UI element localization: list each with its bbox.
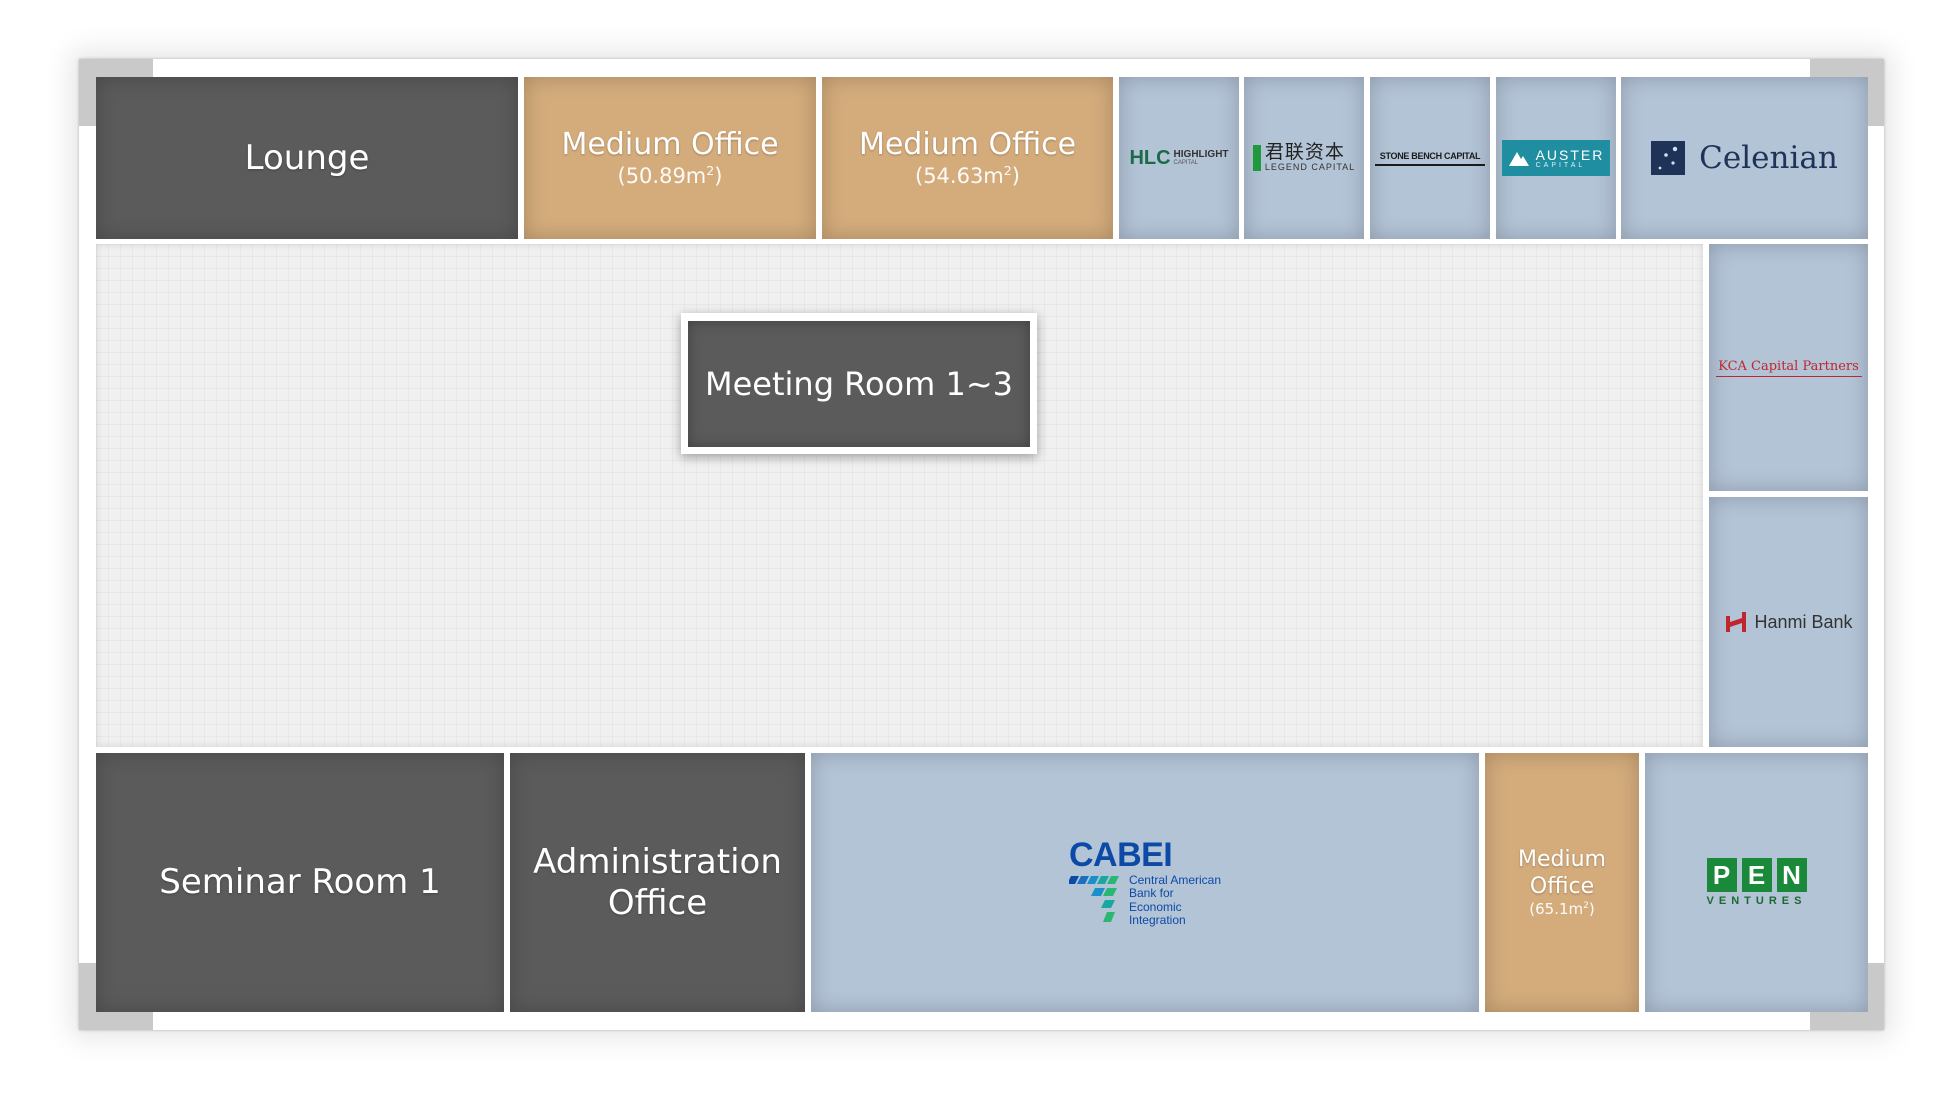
wall-corner	[79, 1012, 153, 1030]
logo-sub: CAPITAL	[1535, 161, 1586, 169]
room-label: Seminar Room 1	[159, 862, 441, 903]
room-auster-capital[interactable]: AUSTER CAPITAL	[1496, 77, 1616, 239]
wall-corner	[79, 963, 97, 1030]
kca-capital-partners-logo: KCA Capital Partners	[1715, 358, 1862, 377]
logo-mark: HLC	[1129, 146, 1171, 169]
constellation-icon	[1651, 141, 1686, 175]
room-celenian[interactable]: Celenian	[1621, 77, 1868, 239]
room-medium-office-3[interactable]: Medium Office (65.1m2)	[1485, 753, 1639, 1012]
logo-line: Bank for	[1128, 886, 1174, 901]
logo-line: Economic	[1128, 899, 1182, 914]
logo-letter: E	[1741, 858, 1772, 892]
logo-name: Celenian	[1699, 140, 1838, 176]
logo-underline	[1375, 163, 1485, 166]
room-area: (50.89m2)	[617, 162, 723, 188]
wall-corner	[79, 59, 97, 126]
cabei-logo: CABEI Central American Bank for Economic…	[1068, 836, 1222, 927]
room-highlight-capital[interactable]: HLC HIGHLIGHT CAPITAL	[1119, 77, 1239, 239]
logo-text: AUSTER CAPITAL	[1536, 148, 1605, 169]
room-area: (65.1m2)	[1529, 899, 1595, 918]
hanmi-bank-logo: Hanmi Bank	[1724, 610, 1853, 634]
wall-corner	[1866, 963, 1884, 1030]
room-kca-capital-partners[interactable]: KCA Capital Partners	[1709, 244, 1868, 491]
room-label: Meeting Room 1~3	[704, 365, 1013, 403]
room-medium-office-2[interactable]: Medium Office (54.63m2)	[822, 77, 1113, 239]
logo-text: HIGHLIGHT CAPITAL	[1173, 149, 1229, 167]
room-label-line1: Administration	[533, 841, 782, 882]
room-label: Lounge	[244, 137, 370, 178]
logo-name: HIGHLIGHT	[1173, 149, 1229, 160]
logo-line: Integration	[1128, 912, 1186, 927]
room-label-line2: Office	[607, 882, 708, 923]
logo-sub: VENTURES	[1706, 895, 1807, 907]
stone-bench-capital-logo: STONE BENCH CAPITAL	[1375, 151, 1485, 166]
legend-capital-logo: 君联资本 LEGEND CAPITAL	[1252, 141, 1356, 173]
celenian-logo: Celenian	[1651, 140, 1838, 176]
room-lounge[interactable]: Lounge	[96, 77, 518, 239]
room-label: Medium Office	[858, 126, 1077, 162]
auster-capital-logo: AUSTER CAPITAL	[1502, 140, 1610, 176]
room-label: Medium Office	[561, 126, 779, 162]
logo-name: STONE BENCH CAPITAL	[1379, 150, 1481, 161]
logo-name-cn: 君联资本	[1264, 141, 1345, 164]
wall-corner	[79, 59, 153, 77]
room-stone-bench-capital[interactable]: STONE BENCH CAPITAL	[1370, 77, 1490, 239]
room-legend-capital[interactable]: 君联资本 LEGEND CAPITAL	[1244, 77, 1364, 239]
wall-corner	[1866, 59, 1884, 126]
logo-text: Central American Bank for Economic Integ…	[1128, 873, 1222, 927]
logo-name: Hanmi Bank	[1754, 611, 1853, 632]
logo-body: Central American Bank for Economic Integ…	[1068, 873, 1222, 927]
room-meeting[interactable]: Meeting Room 1~3	[688, 321, 1030, 447]
cabei-stripes-icon	[1068, 876, 1119, 923]
logo-text: 君联资本 LEGEND CAPITAL	[1264, 141, 1356, 173]
room-hanmi-bank[interactable]: Hanmi Bank	[1709, 497, 1868, 747]
room-area: (54.63m2)	[915, 162, 1020, 188]
logo-name: KCA Capital Partners	[1718, 358, 1859, 374]
mountain-icon	[1508, 152, 1529, 166]
logo-letters: P E N	[1706, 858, 1807, 892]
logo-name-en: LEGEND CAPITAL	[1264, 162, 1356, 173]
room-cabei[interactable]: CABEI Central American Bank for Economic…	[811, 753, 1479, 1012]
room-medium-office-1[interactable]: Medium Office (50.89m2)	[524, 77, 816, 239]
highlight-capital-logo: HLC HIGHLIGHT CAPITAL	[1129, 147, 1228, 170]
logo-letter: N	[1776, 858, 1807, 892]
wall-corner	[1810, 1012, 1884, 1030]
logo-underline	[1715, 375, 1862, 377]
logo-line: Central American	[1128, 873, 1222, 888]
logo-name: AUSTER	[1535, 146, 1605, 163]
hanmi-mark-icon	[1726, 612, 1747, 632]
room-pen-ventures[interactable]: P E N VENTURES	[1645, 753, 1868, 1012]
logo-mark: CABEI	[1068, 836, 1173, 875]
room-seminar[interactable]: Seminar Room 1	[96, 753, 504, 1012]
room-label: Medium Office	[1518, 847, 1606, 899]
logo-letter: P	[1706, 858, 1737, 892]
pen-ventures-logo: P E N VENTURES	[1706, 858, 1807, 907]
wall-corner	[1810, 59, 1884, 77]
legend-leaf-icon	[1252, 145, 1261, 171]
logo-sub: CAPITAL	[1173, 160, 1199, 166]
room-administration-office[interactable]: Administration Office	[510, 753, 805, 1012]
